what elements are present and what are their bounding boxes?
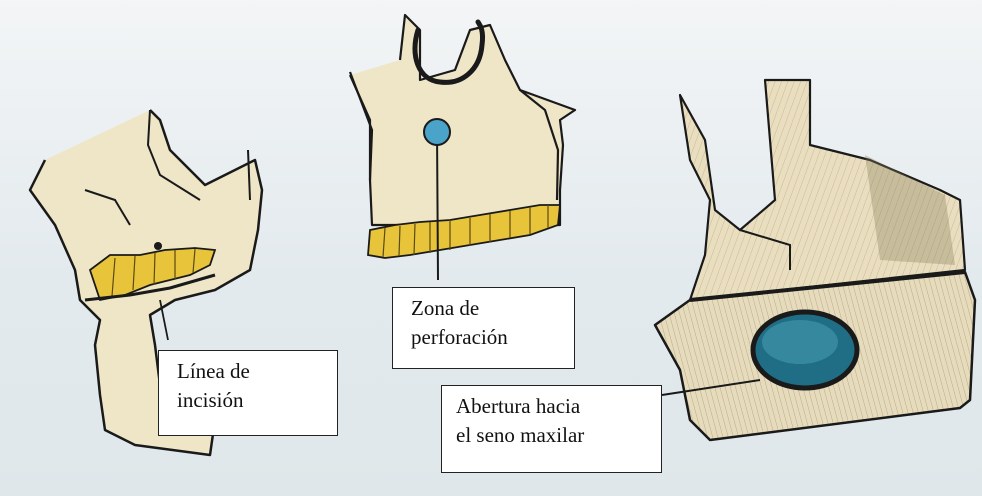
- incision-point: [154, 242, 162, 250]
- frontal-maxilla-figure: [350, 15, 575, 280]
- maxilla-body: [350, 15, 575, 225]
- block-shadow: [865, 155, 955, 265]
- perforation-pointer: [437, 130, 438, 280]
- label-perforation-zone: Zona de perforación: [392, 287, 575, 369]
- label-incision-line-2: incisión: [177, 386, 327, 415]
- label-sinus-line-1: Abertura hacia: [456, 392, 651, 421]
- label-perforation-line-2: perforación: [411, 323, 564, 352]
- perforation-zone-mark: [424, 119, 450, 145]
- label-incision-line-1: Línea de: [177, 357, 327, 386]
- sinus-block-figure: [655, 80, 975, 440]
- label-sinus-line-2: el seno maxilar: [456, 421, 651, 450]
- label-sinus-opening: Abertura hacia el seno maxilar: [441, 385, 662, 473]
- sinus-opening-shade: [762, 320, 838, 364]
- label-incision-line: Línea de incisión: [158, 350, 338, 436]
- label-perforation-line-1: Zona de: [411, 294, 564, 323]
